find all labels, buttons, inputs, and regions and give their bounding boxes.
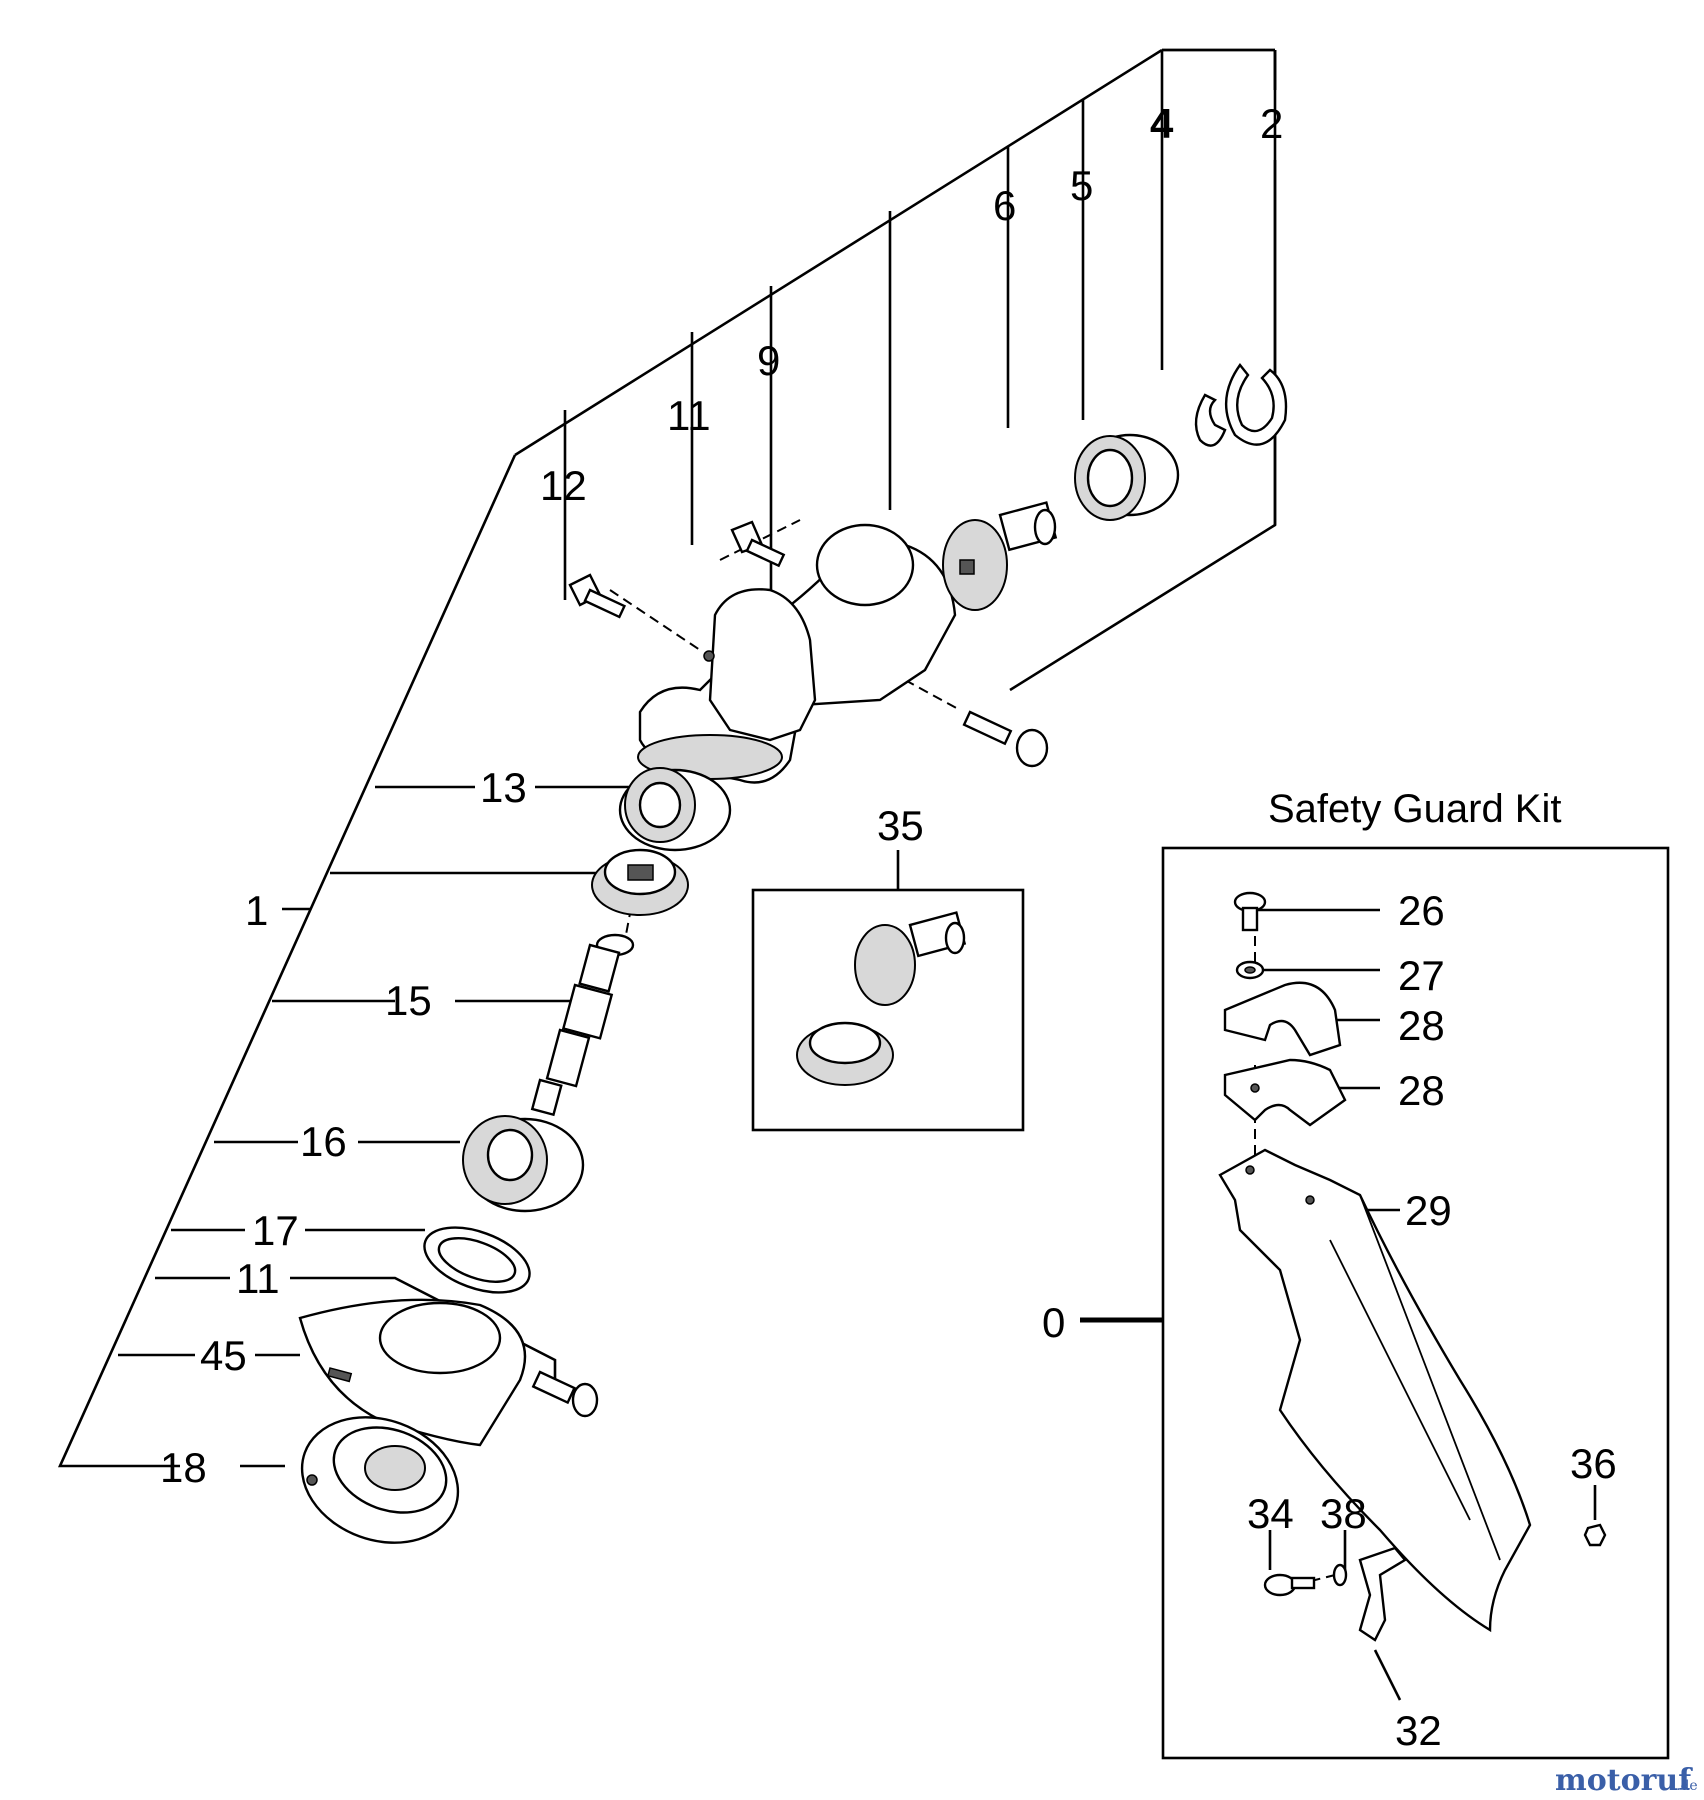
callout-38: 38 (1320, 1490, 1367, 1537)
holder-18 (300, 1416, 460, 1544)
watermark-text: motoruf (1555, 1763, 1693, 1798)
callout-29: 29 (1405, 1187, 1452, 1234)
callout-28-upper: 28 (1398, 1002, 1445, 1049)
bolt-12 (568, 573, 627, 619)
callout-4: 4 (1150, 100, 1174, 147)
bearing-16 (462, 1115, 585, 1213)
bevel-gear-wheel (591, 848, 689, 916)
watermark-suffix: .de (1676, 1778, 1698, 1794)
callout-35: 35 (877, 802, 924, 849)
callout-45: 45 (200, 1332, 247, 1379)
washer-38 (1332, 1563, 1348, 1587)
callout-11-bottom: 11 (236, 1255, 280, 1302)
screw-34 (1263, 1573, 1316, 1597)
shaft-15 (530, 933, 635, 1117)
callout-2: 2 (1260, 100, 1283, 147)
circlip-5 (1194, 393, 1227, 447)
bearing-6 (1074, 433, 1180, 521)
bolt-11-top (730, 520, 786, 568)
gear-set-35 (796, 911, 967, 1086)
bracket-32 (1358, 1546, 1407, 1642)
callout-11-top: 11 (667, 392, 711, 439)
leader-lines (57, 48, 1670, 1760)
snap-ring-17 (423, 1226, 531, 1294)
watermark: motoruf .de (1555, 1763, 1698, 1798)
gear-housing (637, 523, 957, 784)
callout-16: 16 (300, 1118, 347, 1165)
callout-6: 6 (993, 182, 1016, 229)
callout-34: 34 (1247, 1490, 1294, 1537)
bolt-housing-clamp (962, 710, 1049, 768)
callout-labels: 2 4 5 6 9 11 12 13 1 15 16 17 11 45 18 3… (160, 100, 1617, 1754)
callout-32: 32 (1395, 1707, 1442, 1754)
callout-1: 1 (245, 887, 268, 934)
callout-26: 26 (1398, 887, 1445, 934)
callout-12: 12 (540, 462, 587, 509)
guard-screw-26 (1233, 891, 1267, 932)
washer-27 (1235, 960, 1265, 980)
callout-17: 17 (252, 1207, 299, 1254)
callout-27: 27 (1398, 952, 1445, 999)
bolt-11-bottom (531, 1370, 599, 1418)
callout-28-lower: 28 (1398, 1067, 1445, 1114)
cover-45 (298, 1298, 527, 1447)
clamp-28-upper (1223, 981, 1342, 1057)
callout-15: 15 (385, 977, 432, 1024)
nut-36 (1583, 1523, 1607, 1547)
circlip-4 (1224, 363, 1288, 446)
callout-36: 36 (1570, 1440, 1617, 1487)
clamp-28-lower (1223, 1058, 1347, 1127)
callout-9: 9 (757, 337, 780, 384)
bearing-13 (618, 767, 732, 852)
callout-13: 13 (480, 764, 527, 811)
kit-title: Safety Guard Kit (1268, 787, 1561, 831)
guard-29 (1218, 1148, 1532, 1633)
callout-18: 18 (160, 1444, 207, 1491)
callout-0: 0 (1042, 1299, 1065, 1346)
callout-5: 5 (1070, 162, 1093, 209)
bevel-gear-pinion (942, 501, 1058, 611)
